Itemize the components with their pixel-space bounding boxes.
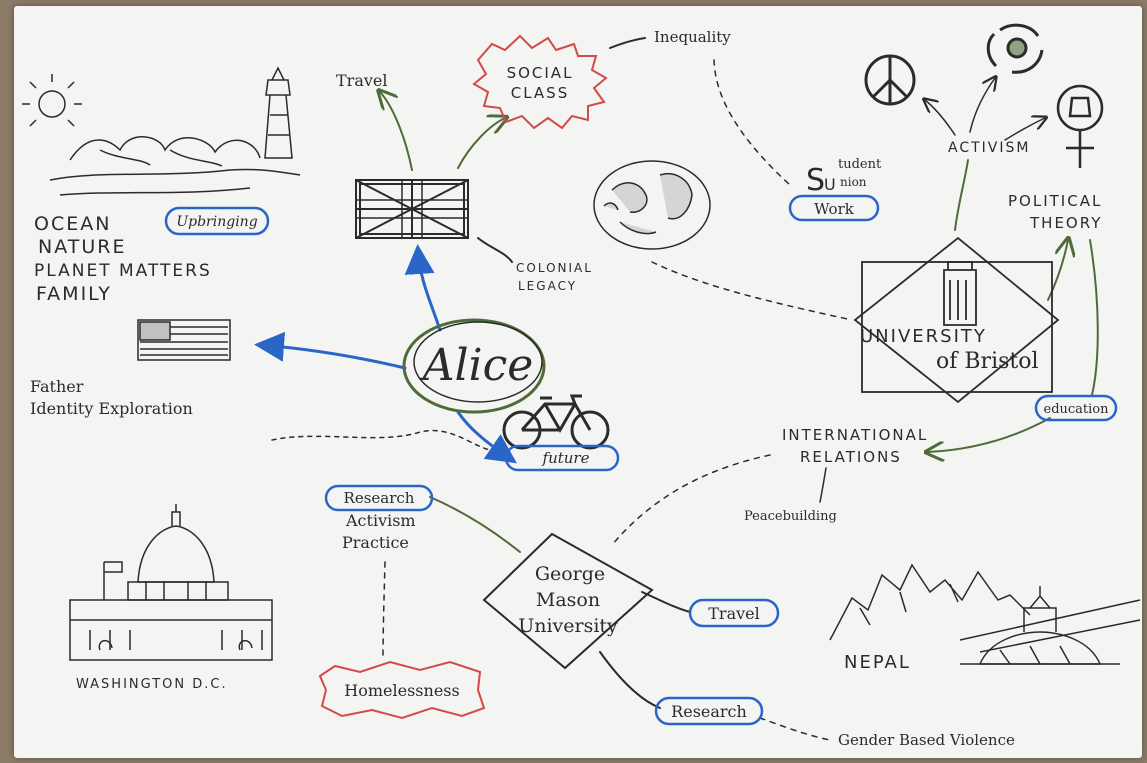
su-nion: nion [840, 175, 867, 189]
work-oval [788, 194, 880, 222]
bristol-building-icon [853, 236, 1060, 404]
su-tudent: tudent [838, 157, 882, 172]
values-line-2: NATURE [38, 236, 126, 258]
gmu-line-2: Mason [536, 589, 600, 611]
line-gmu-travel [641, 591, 691, 613]
education-label: education [1044, 402, 1110, 417]
line-bristol-activism [954, 159, 969, 231]
paper-sheet [14, 6, 1142, 758]
social-class-line-2: CLASS [511, 84, 569, 102]
research-label-2: Research [671, 702, 747, 721]
alice-circle-ink [413, 321, 543, 403]
gmu-line-1: George [535, 563, 605, 585]
research-oval-1 [324, 484, 434, 512]
alice-label: Alice [419, 340, 534, 391]
gmu-diamond [482, 532, 654, 670]
education-oval [1034, 394, 1118, 422]
lighthouse-icon [264, 66, 293, 159]
uk-flag-icon [355, 179, 469, 239]
social-class-line-1: SOCIAL [507, 64, 574, 82]
bicycle-icon [502, 394, 610, 450]
values-line-4: FAMILY [36, 283, 112, 305]
practice-text: Practice [342, 533, 409, 552]
line-pt-education [1089, 239, 1099, 396]
travel-oval-2 [688, 598, 780, 628]
seaside-drawing [22, 66, 301, 196]
future-label: future [542, 449, 590, 467]
homelessness-burst [318, 660, 486, 720]
nepal-label: NEPAL [844, 652, 911, 673]
line-research-gmu [429, 496, 521, 553]
arrow-activism-peace [925, 100, 956, 136]
dash-globe-bristol [651, 261, 853, 321]
dash-ir-gmu [611, 454, 771, 546]
research-tag-1: Research [344, 489, 415, 507]
travel-label-2: Travel [708, 604, 759, 623]
gmu-line-3: University [518, 615, 618, 637]
activism-text: Activism [345, 511, 416, 530]
mountains-icon [829, 563, 1031, 641]
upbringing-tag: Upbringing [176, 214, 257, 230]
peacebuilding-label: Peacebuilding [744, 509, 837, 524]
alice-circle-green [402, 318, 546, 414]
activism-label: ACTIVISM [948, 140, 1030, 156]
dash-research-gbv [759, 717, 831, 741]
colonial-line-1: COLONIAL [516, 261, 593, 275]
research-oval-2 [654, 696, 764, 726]
bristol-line-1: UNIVERSITY [860, 326, 987, 347]
dash-inequality-su [713, 59, 791, 186]
uk-travel: Travel [336, 71, 387, 90]
line-gmu-research [599, 651, 661, 709]
dash-practice-homeless [382, 561, 386, 661]
arrow-to-social-class [457, 118, 505, 169]
blue-arrow-to-uk [404, 244, 442, 332]
ir-line-1: INTERNATIONAL [782, 426, 928, 444]
recycle-icon [986, 23, 1044, 74]
values-line-3: PLANET MATTERS [34, 261, 212, 281]
washington-label: WASHINGTON D.C. [76, 677, 228, 692]
su-u: U [824, 175, 838, 194]
pt-line-1: POLITICAL [1008, 192, 1102, 210]
globe-icon [593, 160, 711, 250]
usa-flag-icon [137, 319, 231, 361]
connectors [254, 37, 1099, 741]
sun-icon [38, 90, 66, 118]
ir-line-2: RELATIONS [800, 448, 902, 466]
gbv-label: Gender Based Violence [838, 731, 1015, 749]
waves-icon [49, 136, 301, 196]
usa-line-2: Identity Exploration [30, 399, 193, 418]
arrow-education-ir [928, 417, 1051, 452]
colonial-line-2: LEGACY [518, 279, 577, 293]
su-s: S [806, 163, 827, 198]
arrow-activism-recycle [969, 78, 995, 133]
capitol-icon [69, 504, 273, 661]
work-label: Work [814, 200, 855, 218]
pt-line-2: THEORY [1029, 214, 1102, 232]
arrow-bristol-pt [1047, 240, 1068, 301]
blue-arrow-to-usa [254, 331, 407, 370]
line-ir-peace [819, 467, 827, 503]
dash-alice-left [271, 429, 491, 451]
arrow-activism-fist [1004, 118, 1045, 141]
future-oval [504, 444, 620, 472]
line-inequality [609, 37, 646, 49]
usa-line-1: Father [30, 377, 84, 396]
values-line-1: OCEAN [34, 213, 111, 235]
stupa-icon [959, 586, 1141, 665]
line-colonial [477, 237, 513, 263]
peace-icon [864, 54, 916, 106]
arrow-to-travel [380, 92, 413, 171]
upbringing-oval [164, 206, 270, 236]
social-class-burst [472, 34, 608, 130]
fist-icon [1056, 84, 1104, 168]
inequality-label: Inequality [654, 28, 731, 46]
homelessness-label: Homelessness [344, 681, 459, 700]
bristol-line-2: of Bristol [936, 349, 1039, 374]
